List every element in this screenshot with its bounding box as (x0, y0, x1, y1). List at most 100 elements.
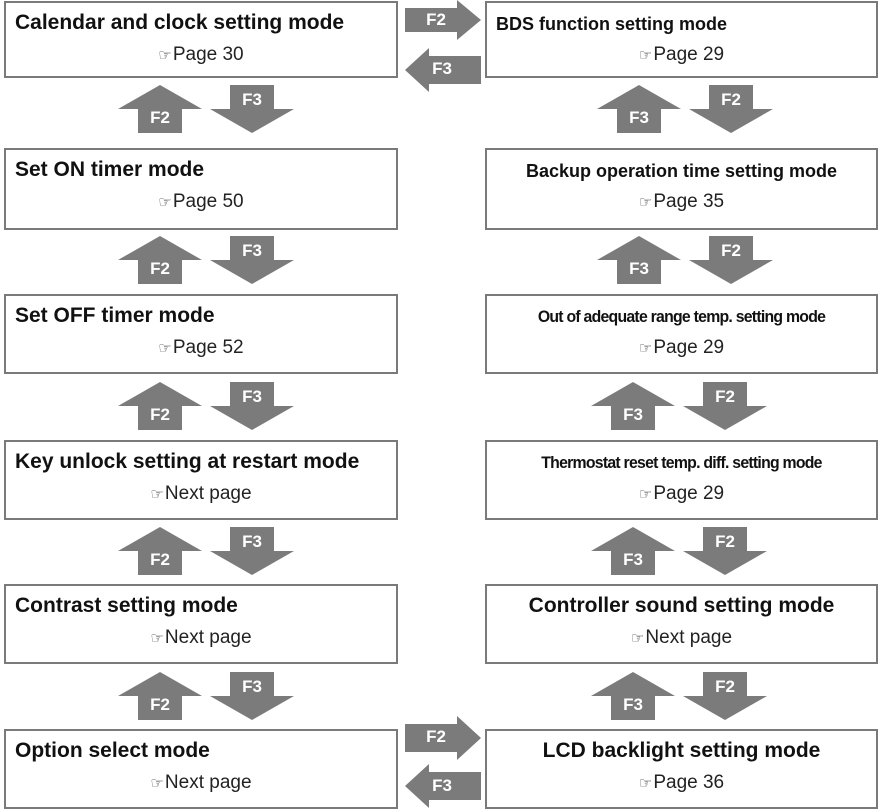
page-reference: ☞Page 29 (487, 337, 876, 359)
key-label-f2: F2 (426, 10, 446, 29)
page-reference: ☞Page 36 (487, 772, 876, 794)
controller-sound-mode-box: Controller sound setting mode ☞Next page (485, 584, 878, 664)
pointing-hand-icon: ☞ (158, 47, 172, 64)
page-reference: ☞Page 29 (487, 483, 876, 505)
page-reference: ☞Page 30 (6, 44, 396, 66)
down-arrow-icon (689, 85, 773, 133)
key-label-f2: F2 (150, 550, 170, 569)
down-arrow-icon (210, 382, 294, 430)
page-reference-text: Page 29 (653, 483, 725, 504)
key-label-f3: F3 (629, 259, 649, 278)
key-label-f2: F2 (721, 90, 741, 109)
mode-title: Out of adequate range temp. setting mode (537, 307, 826, 326)
mode-title: Controller sound setting mode (528, 594, 835, 617)
pointing-hand-icon: ☞ (150, 775, 164, 792)
up-arrow-icon (591, 527, 675, 575)
left-arrow-icon (405, 48, 481, 92)
page-reference-text: Page 50 (172, 191, 244, 212)
key-label-f2: F2 (715, 532, 735, 551)
down-arrow-icon (210, 85, 294, 133)
pointing-hand-icon: ☞ (158, 340, 172, 357)
up-arrow-icon (118, 672, 202, 720)
mode-title: Key unlock setting at restart mode (15, 450, 360, 473)
key-label-f2: F2 (150, 405, 170, 424)
contrast-mode-box: Contrast setting mode ☞Next page (4, 584, 398, 664)
key-label-f2: F2 (721, 241, 741, 260)
page-reference: ☞Page 35 (487, 191, 876, 213)
up-arrow-icon (118, 236, 202, 284)
out-of-range-temp-mode-box: Out of adequate range temp. setting mode… (485, 294, 878, 374)
lcd-backlight-mode-box: LCD backlight setting mode ☞Page 36 (485, 729, 878, 809)
pointing-hand-icon: ☞ (630, 630, 645, 647)
down-arrow-icon (210, 672, 294, 720)
down-arrow-icon (683, 672, 767, 720)
mode-title: BDS function setting mode (496, 14, 727, 34)
mode-title: Set ON timer mode (15, 158, 205, 181)
up-arrow-icon (591, 382, 675, 430)
page-reference: ☞Page 50 (6, 191, 396, 213)
up-arrow-icon (597, 85, 681, 133)
pointing-hand-icon: ☞ (158, 194, 172, 211)
page-reference-text: Page 29 (653, 44, 725, 65)
page-reference-text: Page 29 (653, 337, 725, 358)
down-arrow-icon (683, 382, 767, 430)
right-arrow-icon (405, 716, 481, 760)
key-label-f2: F2 (150, 695, 170, 714)
key-label-f3: F3 (242, 90, 262, 109)
page-reference: ☞Page 52 (6, 337, 396, 359)
mode-title: Option select mode (15, 739, 210, 762)
page-reference: ☞Next page (487, 627, 876, 649)
bds-function-mode-box: BDS function setting mode ☞Page 29 (485, 1, 878, 78)
page-reference: ☞Next page (6, 627, 396, 649)
mode-title: LCD backlight setting mode (542, 739, 821, 762)
key-unlock-mode-box: Key unlock setting at restart mode ☞Next… (4, 440, 398, 520)
key-label-f3: F3 (623, 695, 643, 714)
page-reference: ☞Next page (6, 772, 396, 794)
page-reference-text: Next page (645, 627, 733, 648)
key-label-f3: F3 (623, 405, 643, 424)
page-reference-text: Next page (164, 772, 252, 793)
key-label-f2: F2 (715, 387, 735, 406)
up-arrow-icon (118, 527, 202, 575)
down-arrow-icon (210, 236, 294, 284)
mode-title: Set OFF timer mode (15, 304, 215, 327)
up-arrow-icon (118, 85, 202, 133)
right-arrow-icon (405, 0, 481, 40)
pointing-hand-icon: ☞ (638, 47, 653, 64)
pointing-hand-icon: ☞ (150, 486, 164, 503)
page-reference-text: Next page (164, 627, 252, 648)
pointing-hand-icon: ☞ (638, 775, 653, 792)
set-off-timer-mode-box: Set OFF timer mode ☞Page 52 (4, 294, 398, 374)
left-arrow-icon (405, 764, 481, 808)
key-label-f3: F3 (432, 776, 452, 795)
key-label-f3: F3 (623, 550, 643, 569)
mode-title: Thermostat reset temp. diff. setting mod… (541, 453, 822, 472)
page-reference-text: Page 30 (172, 44, 244, 65)
up-arrow-icon (118, 382, 202, 430)
key-label-f2: F2 (150, 108, 170, 127)
pointing-hand-icon: ☞ (638, 340, 653, 357)
calendar-clock-mode-box: Calendar and clock setting mode ☞Page 30 (4, 1, 398, 78)
key-label-f2: F2 (715, 677, 735, 696)
pointing-hand-icon: ☞ (638, 486, 653, 503)
up-arrow-icon (591, 672, 675, 720)
page-reference: ☞Page 29 (487, 44, 876, 66)
down-arrow-icon (683, 527, 767, 575)
key-label-f3: F3 (242, 677, 262, 696)
page-reference-text: Next page (164, 483, 252, 504)
backup-operation-time-mode-box: Backup operation time setting mode ☞Page… (485, 148, 878, 230)
key-label-f2: F2 (426, 727, 446, 746)
down-arrow-icon (689, 236, 773, 284)
page-reference: ☞Next page (6, 483, 396, 505)
pointing-hand-icon: ☞ (150, 630, 164, 647)
key-label-f2: F2 (150, 259, 170, 278)
key-label-f3: F3 (242, 387, 262, 406)
page-reference-text: Page 36 (653, 772, 725, 793)
page-reference-text: Page 52 (172, 337, 244, 358)
page-reference-text: Page 35 (653, 191, 725, 212)
key-label-f3: F3 (242, 532, 262, 551)
pointing-hand-icon: ☞ (638, 194, 653, 211)
mode-title: Calendar and clock setting mode (15, 11, 345, 34)
thermostat-reset-mode-box: Thermostat reset temp. diff. setting mod… (485, 440, 878, 520)
up-arrow-icon (597, 236, 681, 284)
